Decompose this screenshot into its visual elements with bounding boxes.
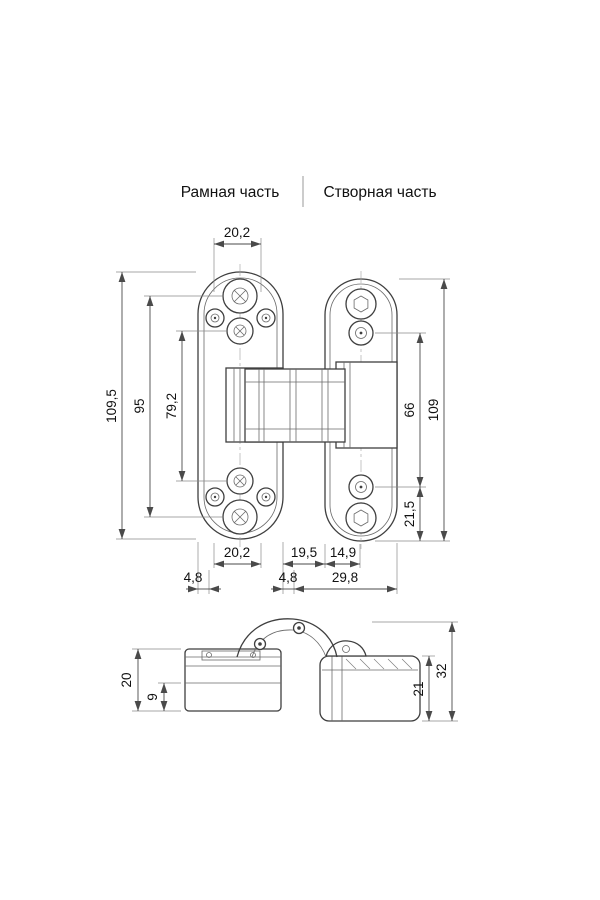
leaf-screw-bottom-round xyxy=(348,474,374,500)
dim-bottom-arm-inset: 4,8 xyxy=(279,570,298,585)
frame-part-label: Рамная часть xyxy=(181,184,280,201)
leaf-screw-top-round xyxy=(348,320,374,346)
dim-bottom-frame-width: 20,2 xyxy=(224,545,250,560)
side-frame-pin xyxy=(250,652,256,658)
linkage-body xyxy=(244,368,346,443)
leaf-screw-top-hex xyxy=(345,288,377,320)
dim-right-total-height: 109 xyxy=(426,399,441,422)
view-header: Рамная часть Створная часть xyxy=(181,176,437,207)
dim-leaf-total-height: 32 xyxy=(434,663,449,678)
frame-screw-bottom-mid xyxy=(226,467,254,495)
side-view: 20 9 21 32 xyxy=(119,618,458,722)
frame-screw-top-mid xyxy=(226,317,254,345)
side-frame-outline xyxy=(184,648,282,712)
dim-bottom-leaf-offset: 14,9 xyxy=(330,545,356,560)
frame-screw-top-left-small xyxy=(205,308,225,328)
hatch-line xyxy=(345,658,357,670)
leaf-part-label: Створная часть xyxy=(323,184,436,201)
arm-pivot-center xyxy=(297,626,301,630)
dim-bottom-frame-inset: 4,8 xyxy=(184,570,203,585)
hatch-line xyxy=(359,658,371,670)
side-frame-pin xyxy=(206,652,212,658)
frame-screw-top-large xyxy=(222,278,258,314)
leaf-screw-bottom-hex xyxy=(345,502,377,534)
side-view-dimensions: 20 9 21 32 xyxy=(119,621,458,722)
frame-screw-bottom-large xyxy=(222,499,258,535)
side-connecting-arm xyxy=(236,618,338,658)
side-leaf-block xyxy=(319,640,421,722)
dim-bottom-gap: 19,5 xyxy=(291,545,317,560)
side-frame-pocket xyxy=(201,650,261,661)
arm-outer-curve xyxy=(236,618,338,658)
front-view-leaf-plate xyxy=(324,271,398,549)
front-view-frame-plate xyxy=(197,264,284,547)
dim-frame-height: 20 xyxy=(119,672,134,687)
dim-right-screw-span: 66 xyxy=(402,402,417,417)
frame-screw-bottom-left-small xyxy=(205,487,225,507)
dim-right-bottom-offset: 21,5 xyxy=(402,501,417,527)
dim-bottom-leaf-width: 29,8 xyxy=(332,570,358,585)
dim-frame-plate-thickness: 9 xyxy=(145,693,160,701)
side-frame-block xyxy=(184,648,282,712)
front-view-linkage xyxy=(244,368,346,443)
side-leaf-hump-pin xyxy=(342,645,350,653)
dim-top-width: 20,2 xyxy=(224,225,250,240)
dim-leaf-body-height: 21 xyxy=(411,681,426,696)
dim-left-total-height: 109,5 xyxy=(104,389,119,423)
side-leaf-outline xyxy=(319,655,421,722)
hatch-line xyxy=(387,658,399,670)
front-view-dimensions: 20,2 109,5 95 79,2 66 21,5 109 20,2 xyxy=(104,225,450,594)
dim-left-inner-span: 79,2 xyxy=(164,393,179,419)
dim-left-screw-span: 95 xyxy=(132,398,147,413)
hatch-line xyxy=(373,658,385,670)
arm-pivot-center xyxy=(258,642,262,646)
frame-screw-top-right-small xyxy=(256,308,276,328)
frame-screw-bottom-right-small xyxy=(256,487,276,507)
hatch-line xyxy=(401,658,413,670)
